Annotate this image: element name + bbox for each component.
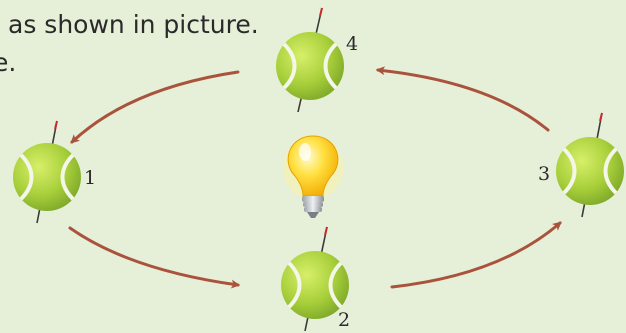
orbit-arrow-3-to-4 bbox=[378, 70, 548, 130]
light-bulb-icon bbox=[283, 136, 343, 218]
ball-label-4: 4 bbox=[346, 35, 358, 54]
orbit-arrow-2-to-3 bbox=[392, 223, 560, 287]
orbit-arrow-1-to-2 bbox=[70, 228, 238, 285]
tennis-ball-icon bbox=[13, 121, 81, 223]
tennis-ball-icon bbox=[556, 113, 624, 217]
ball-label-3: 3 bbox=[538, 165, 550, 184]
ball-label-2: 2 bbox=[338, 311, 350, 330]
tennis-ball-icon bbox=[276, 8, 344, 112]
orbit-arrow-4-to-1 bbox=[72, 72, 238, 142]
ball-label-1: 1 bbox=[84, 169, 96, 188]
